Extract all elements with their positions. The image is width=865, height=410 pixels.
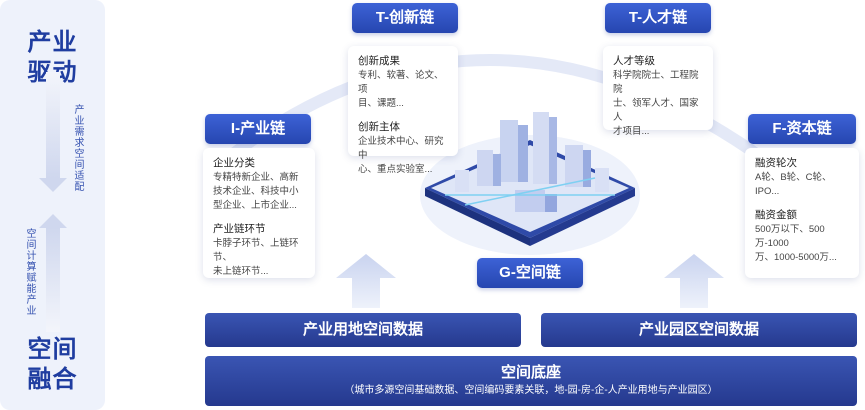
card-title: 人才等级 — [613, 55, 655, 67]
card-title: 融资轮次 — [755, 157, 797, 169]
industrial-park-data-bar: 产业园区空间数据 — [541, 313, 857, 347]
spatial-fusion-title: 空间 融合 — [27, 336, 78, 393]
spatial-base-subtitle: （城市多源空间基础数据、空间编码要素关联，地-园-房-企-人产业用地与产业园区） — [344, 385, 718, 396]
spatial-base-bar: 空间底座 （城市多源空间基础数据、空间编码要素关联，地-园-房-企-人产业用地与… — [205, 356, 857, 406]
up-arrow-icon — [336, 254, 396, 308]
card-body: 企业技术中心、研究中 心、重点实验室... — [358, 136, 444, 175]
card-body: 专利、软著、论文、项 目、课题... — [358, 70, 444, 109]
talent-chain-label: T-人才链 — [605, 3, 711, 33]
capital-chain-label: F-资本链 — [748, 114, 856, 144]
card-body: A轮、B轮、C轮、IPO... — [755, 172, 832, 197]
up-arrow-icon — [664, 254, 724, 308]
industry-card: 企业分类 专精特新企业、高新 技术企业、科技中小 型企业、上市企业... 产业链… — [203, 148, 315, 278]
innovation-chain-label: T-创新链 — [352, 3, 458, 33]
spatial-base-title: 空间底座 — [500, 364, 561, 381]
up-arrow-head — [39, 214, 67, 228]
industry-chain-label: I-产业链 — [205, 114, 311, 144]
diagram-background — [221, 54, 769, 255]
city-illustration — [420, 112, 640, 255]
down-arrow-label: 产业需求空间适配 — [72, 104, 83, 192]
card-title: 产业链环节 — [213, 223, 266, 235]
card-title: 创新成果 — [358, 55, 400, 67]
card-body: 专精特新企业、高新 技术企业、科技中小 型企业、上市企业... — [213, 172, 299, 211]
card-body: 500万以下、500万-1000 万、1000-5000万... — [755, 224, 837, 263]
space-chain-label: G-空间链 — [477, 258, 583, 288]
innovation-card: 创新成果 专利、软著、论文、项 目、课题... 创新主体 企业技术中心、研究中 … — [348, 46, 458, 175]
card-title: 融资金额 — [755, 209, 797, 221]
card-body: 科学院院士、工程院院 士、领军人才、国家人 才项目... — [613, 70, 699, 137]
capital-card: 融资轮次 A轮、B轮、C轮、IPO... 融资金额 500万以下、500万-10… — [745, 148, 859, 278]
card-title: 创新主体 — [358, 121, 400, 133]
up-arrow-icon — [46, 228, 60, 332]
talent-card: 人才等级 科学院院士、工程院院 士、领军人才、国家人 才项目... — [603, 46, 713, 137]
up-arrow-label: 空间计算赋能产业 — [24, 228, 35, 316]
card-body: 卡脖子环节、上链环节、 未上链环节... — [213, 238, 299, 277]
down-arrow-icon — [46, 72, 60, 178]
card-title: 企业分类 — [213, 157, 255, 169]
down-arrow-head — [39, 178, 67, 192]
industrial-land-data-bar: 产业用地空间数据 — [205, 313, 521, 347]
left-panel: 产业 驱动 产业需求空间适配 空间计算赋能产业 空间 融合 — [0, 0, 105, 410]
